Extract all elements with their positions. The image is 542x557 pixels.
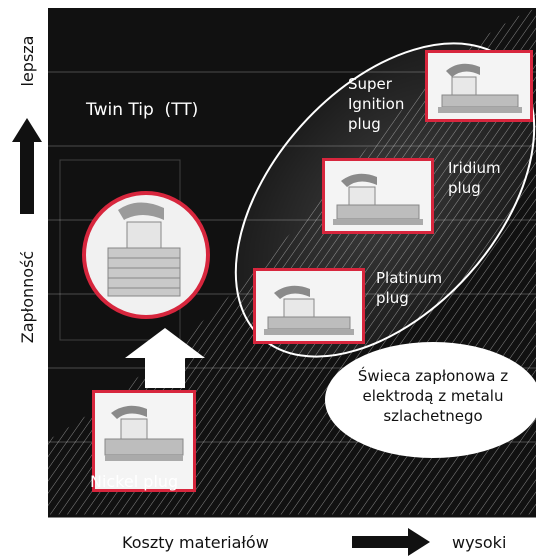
platinum-line-1: Platinum (376, 269, 443, 287)
super-plug-icon (438, 63, 522, 113)
platinum-plug-icon (264, 285, 354, 335)
iridium-plug-box (322, 158, 434, 234)
iridium-line-2: plug (448, 179, 481, 197)
upgrade-arrow (125, 328, 205, 388)
nickel-plug-icon (104, 405, 184, 461)
y-axis-top-label: lepsza (18, 35, 37, 87)
nickel-plug-label: Nickel plug (90, 472, 179, 491)
super-plug-label: Super Ignition plug (348, 74, 404, 134)
x-axis-right-label: wysoki (452, 533, 507, 552)
x-axis-arrow (352, 528, 430, 556)
callout-bubble (325, 342, 541, 458)
x-axis-label: Koszty materiałów (122, 533, 269, 552)
callout-line-2: elektrodą z metalu (362, 387, 504, 405)
super-line-3: plug (348, 115, 381, 133)
platinum-line-2: plug (376, 289, 409, 307)
callout-line-1: Świeca zapłonowa z (357, 367, 509, 385)
nickel-plug-box (92, 390, 196, 492)
y-axis-arrow (12, 118, 42, 214)
callout-text: Świeca zapłonowa z elektrodą z metalu sz… (328, 366, 538, 426)
twin-tip-plug-icon (107, 202, 181, 297)
twin-tip-label: Twin Tip (TT) (86, 100, 199, 120)
iridium-line-1: Iridium (448, 159, 501, 177)
super-line-2: Ignition (348, 95, 405, 113)
callout-line-3: szlachetnego (383, 407, 483, 425)
iridium-plug-icon (333, 173, 423, 225)
platinum-plug-label: Platinum plug (376, 268, 442, 308)
y-axis-label: Zapłonność (18, 250, 37, 344)
iridium-plug-label: Iridium plug (448, 158, 501, 198)
super-plug-box (425, 50, 533, 122)
super-line-1: Super (348, 75, 392, 93)
platinum-plug-box (253, 268, 365, 344)
